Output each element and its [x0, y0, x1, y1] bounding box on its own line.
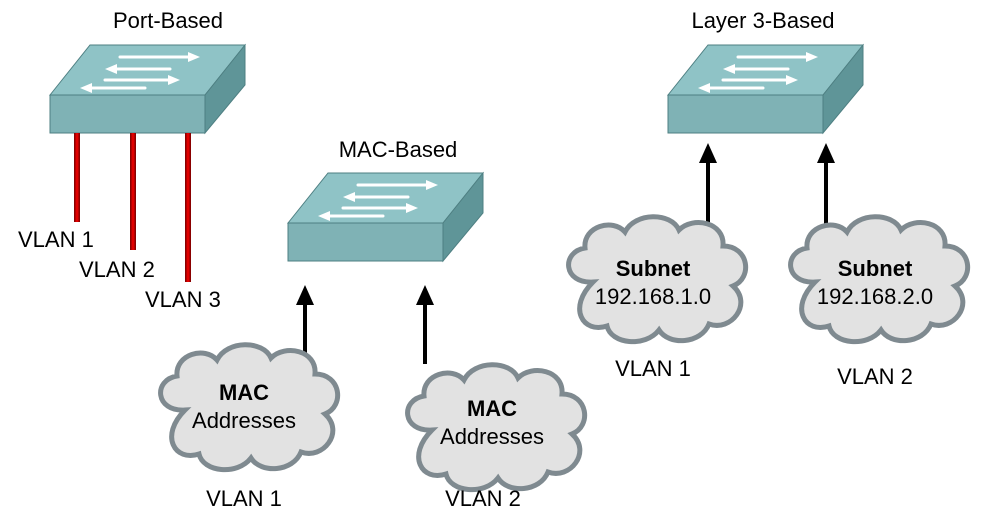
port-vlan-label-1: VLAN 1 — [18, 227, 94, 252]
port-vlan-label-3: VLAN 3 — [145, 287, 221, 312]
layer3-based-switch-icon — [666, 43, 865, 135]
layer3-based-group: Layer 3-Based Subnet 192.168.1.0 VLAN 1 … — [569, 8, 968, 389]
mac-based-title: MAC-Based — [339, 137, 458, 162]
subnet-cloud-1-title: Subnet — [616, 256, 691, 281]
mac-cloud-1-title: MAC — [219, 380, 269, 405]
layer3-vlan-label-1: VLAN 1 — [615, 356, 691, 381]
mac-based-switch-icon — [286, 171, 485, 263]
mac-vlan-label-1: VLAN 1 — [206, 486, 282, 511]
mac-vlan-label-2: VLAN 2 — [445, 486, 521, 511]
mac-cloud-2-title: MAC — [467, 396, 517, 421]
subnet-cloud-2-title: Subnet — [838, 256, 913, 281]
port-based-group: Port-Based VLAN 1 VLAN 2 VLAN 3 — [18, 8, 247, 312]
port-vlan-label-2: VLAN 2 — [79, 257, 155, 282]
subnet-cloud-1-address: 192.168.1.0 — [595, 284, 711, 309]
subnet-cloud-2-address: 192.168.2.0 — [817, 284, 933, 309]
port-based-title: Port-Based — [113, 8, 223, 33]
layer3-vlan-label-2: VLAN 2 — [837, 364, 913, 389]
mac-cloud-1-subtitle: Addresses — [192, 408, 296, 433]
port-based-switch-icon — [48, 43, 247, 135]
mac-cloud-2-subtitle: Addresses — [440, 424, 544, 449]
mac-based-group: MAC-Based MAC Addresses VLAN 1 MAC Addre… — [161, 137, 585, 511]
layer3-based-title: Layer 3-Based — [691, 8, 834, 33]
